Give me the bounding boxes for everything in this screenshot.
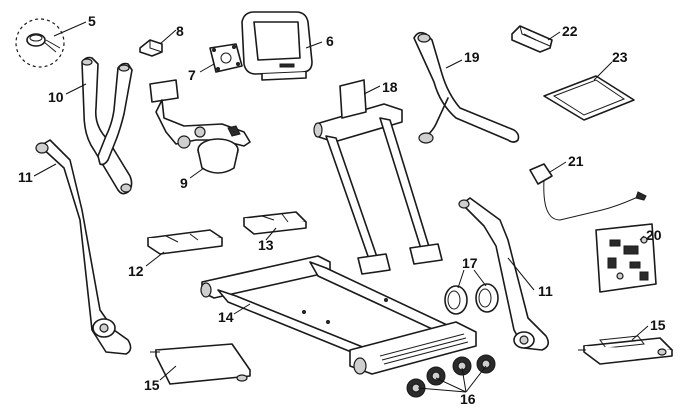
part-17-end-caps [445,284,498,314]
callout-14: 14 [218,309,234,325]
part-22-bracket [512,26,552,52]
part-18-upright-frame [314,80,442,274]
callout-15-right: 15 [650,317,666,333]
part-15-pedal-left [150,344,250,384]
part-11-pedal-arm-right [459,198,548,350]
part-12-deck-piece [148,230,222,254]
callout-5: 5 [88,13,96,29]
part-14-base-frame [201,256,476,374]
callout-19: 19 [464,49,480,65]
part-21-power-adapter [530,164,646,220]
callout-9: 9 [180,175,188,191]
callout-18: 18 [382,79,398,95]
callout-12: 12 [128,263,144,279]
callout-16: 16 [460,391,476,407]
callout-6: 6 [326,33,334,49]
callout-21: 21 [568,153,584,169]
part-23-manual [544,76,634,120]
callout-11-right: 11 [538,283,553,299]
part-9-console-bracket [150,80,250,173]
part-7-mount-plate [210,44,242,72]
callout-23: 23 [612,49,628,65]
part-15-pedal-right [578,336,672,364]
part-10-handlebar [82,58,132,194]
callout-20: 20 [646,227,662,243]
callout-13: 13 [258,237,274,253]
part-5-safety-key [16,19,64,67]
callout-10: 10 [48,89,64,105]
part-13-deck-piece [244,212,306,234]
callout-22: 22 [562,23,578,39]
callout-7: 7 [188,67,196,83]
callout-11-left: 11 [18,169,33,185]
part-8-clip [140,40,162,56]
callout-15-left: 15 [144,377,160,393]
callout-17: 17 [462,255,478,271]
part-6-console [242,12,312,80]
callout-8: 8 [176,23,184,39]
